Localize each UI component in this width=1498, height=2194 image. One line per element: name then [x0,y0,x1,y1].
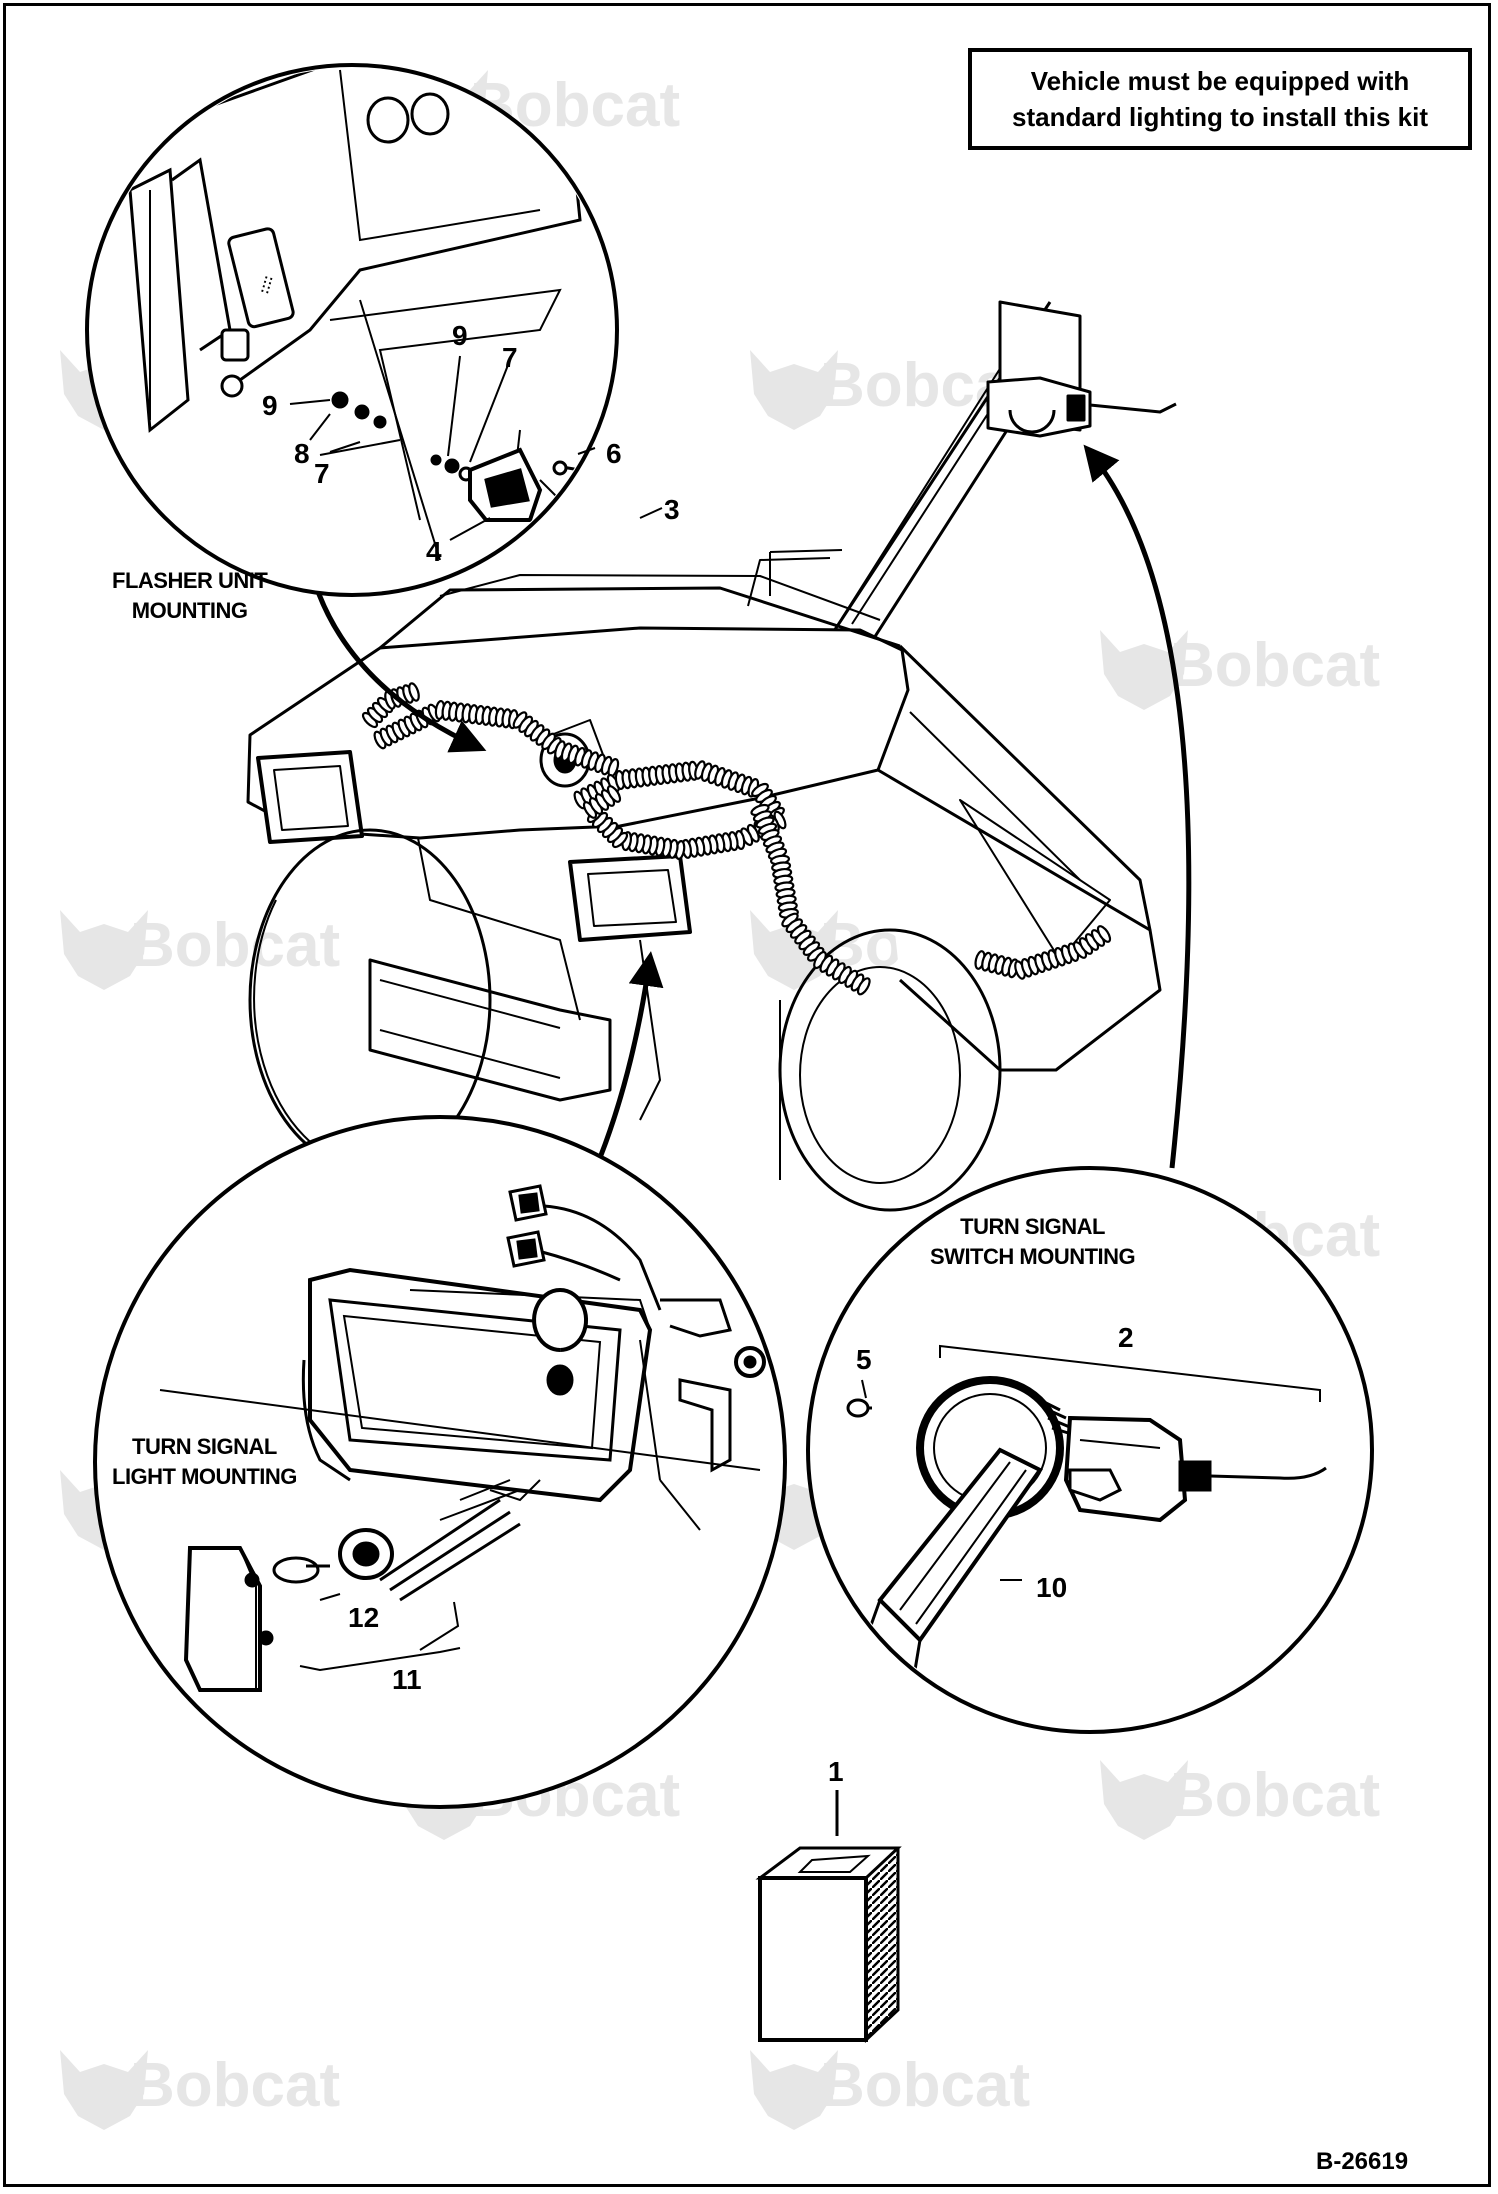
watermark-text: Bobcat [1170,1761,1380,1830]
light-detail-circle [93,1115,787,1809]
bobcat-watermark: Bobcat [60,2050,340,2130]
callout-9-left: 9 [262,390,278,421]
harness-coil [408,682,420,702]
callout-7-upper: 7 [502,342,518,373]
bobcat-logo-icon [60,2050,148,2130]
vehicle-illustration [246,300,1177,1212]
kit-box [755,1790,902,2043]
switch-mounting-caption: TURN SIGNAL SWITCH MOUNTING [930,1212,1136,1272]
callout-3: 3 [664,494,680,525]
callout-4: 4 [426,536,442,567]
wiring-harness [361,682,1112,996]
bobcat-watermark: Bobcat [60,910,340,990]
svg-text:::::: :::: [255,273,276,295]
bobcat-watermark: Bobcat [1100,1760,1380,1840]
callout-8: 8 [294,438,310,469]
bobcat-logo-icon [750,2050,838,2130]
page-border [3,3,1491,2187]
watermark-text: Bobcat [130,911,340,980]
note-line-2: standard lighting to install this kit [1011,102,1428,132]
flasher-caption-line-1: FLASHER UNIT [112,568,268,593]
switch-caption-line-1: TURN SIGNAL [960,1214,1105,1239]
bobcat-logo-icon [750,910,838,990]
callout-7-left: 7 [314,458,330,489]
bobcat-logo-icon [1100,1760,1188,1840]
callout-6: 6 [606,438,622,469]
switch-caption-line-2: SWITCH MOUNTING [930,1244,1136,1269]
note-line-1: Vehicle must be equipped with [1030,66,1410,96]
bobcat-logo-icon [1100,630,1188,710]
light-mounting-caption: TURN SIGNAL LIGHT MOUNTING [112,1432,297,1492]
requirement-note: Vehicle must be equipped with standard l… [968,48,1472,150]
flasher-caption-line-2: MOUNTING [131,598,248,623]
watermark-text: Bobcat [820,2051,1030,2120]
figure-number: B-26619 [1316,2148,1409,2175]
harness-coil [856,977,871,996]
callout-2: 2 [1118,1322,1134,1353]
bobcat-logo-icon [750,350,838,430]
watermark-text: Bobcat [1170,631,1380,700]
callout-1: 1 [828,1756,844,1787]
bobcat-watermark: Bobcat [1100,630,1380,710]
callout-11: 11 [392,1664,422,1695]
bobcat-watermark: Bobcat [750,2050,1030,2130]
callout-5: 5 [856,1344,872,1375]
flasher-mounting-caption: FLASHER UNIT MOUNTING [112,566,268,626]
callout-12: 12 [348,1602,380,1633]
bobcat-logo-icon [60,910,148,990]
callout-10: 10 [1036,1572,1068,1603]
switch-detail-circle [806,1166,1374,1734]
light-caption-line-1: TURN SIGNAL [132,1434,277,1459]
light-caption-line-2: LIGHT MOUNTING [112,1464,297,1489]
harness-coil [1096,925,1112,943]
watermark-text: Bobcat [130,2051,340,2120]
harness-coil [606,785,622,803]
callout-9-upper: 9 [452,320,468,351]
flasher-detail-circle: :::: [85,63,663,597]
